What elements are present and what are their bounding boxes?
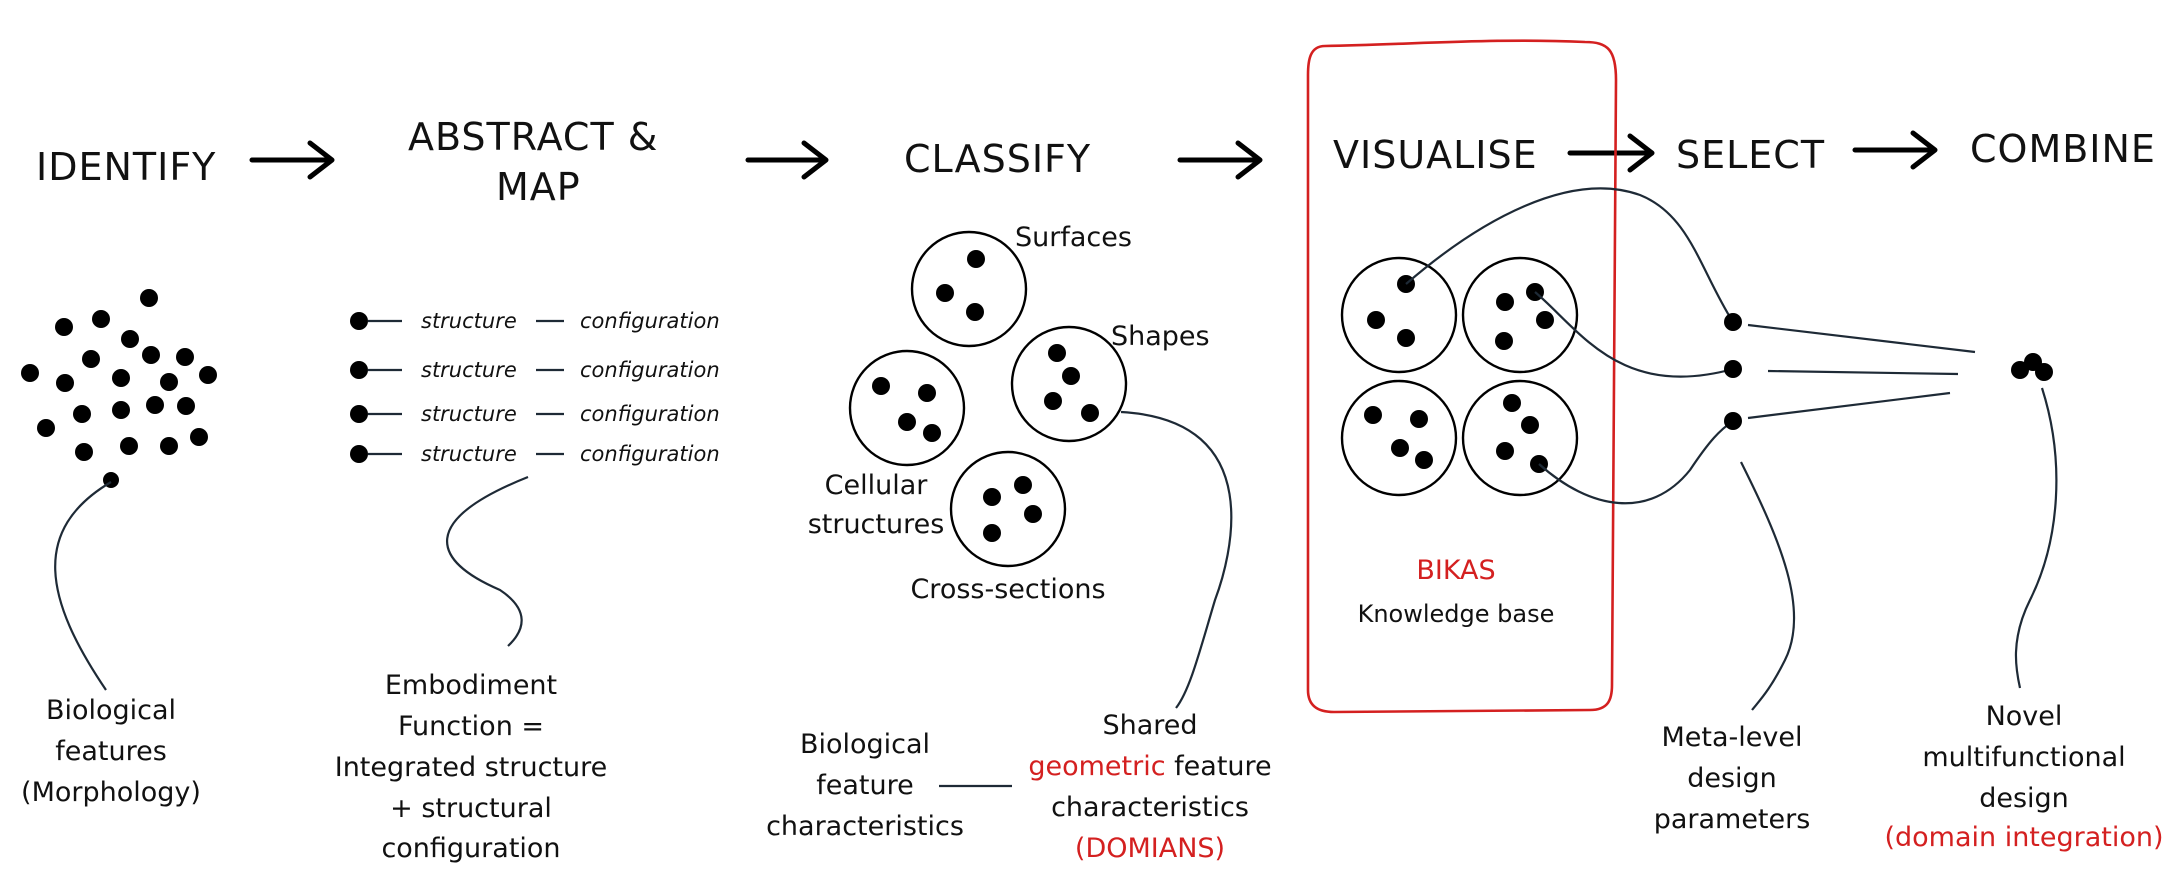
abstract-caption-line: configuration <box>381 833 560 864</box>
shared-caption-line: Shared <box>1102 710 1197 741</box>
select-caption-line: Meta-level <box>1662 722 1803 753</box>
select-caption-line: design <box>1687 763 1777 794</box>
label-cellular: structures <box>808 509 945 540</box>
combine-caption: Novel multifunctional design (domain int… <box>1884 701 2163 853</box>
bio-caption-line: feature <box>816 770 913 801</box>
bikas-label: BIKAS <box>1416 555 1495 586</box>
step-abstract-line2: MAP <box>496 165 581 209</box>
abstract-caption-line: Function = <box>398 711 544 742</box>
abstract-caption-line: Embodiment <box>385 670 557 701</box>
abstract-caption-line: Integrated structure <box>335 752 608 783</box>
identify-caption-line: features <box>55 736 167 767</box>
shared-feature-caption: Shared geometric feature characteristics… <box>1028 710 1271 864</box>
step-combine: COMBINE <box>1970 127 2156 171</box>
domain-surfaces <box>910 230 1028 348</box>
step-select: SELECT <box>1676 133 1825 177</box>
bio-feature-caption: Biological feature characteristics <box>766 729 964 842</box>
arrow-select-combine <box>1852 130 1938 170</box>
abstract-row: structure configuration <box>350 309 720 333</box>
select-caption-line: parameters <box>1654 804 1811 835</box>
design-parameters <box>1724 313 1742 430</box>
identify-caption-line: (Morphology) <box>21 777 201 808</box>
row-configuration: configuration <box>580 309 720 333</box>
step-abstract-line1: ABSTRACT & <box>408 115 658 159</box>
combine-caption-line: multifunctional <box>1922 742 2125 773</box>
row-structure: structure <box>421 442 517 466</box>
abstract-row: structure configuration <box>350 442 720 466</box>
combine-caption-line: Novel <box>1986 701 2063 732</box>
abstract-row: structure configuration <box>350 358 720 382</box>
knowledge-base-label: Knowledge base <box>1358 600 1555 628</box>
identify-connector <box>54 481 112 691</box>
step-identify: IDENTIFY <box>36 145 216 189</box>
select-connector <box>1740 461 1796 711</box>
row-configuration: configuration <box>580 402 720 426</box>
step-classify: CLASSIFY <box>904 137 1091 181</box>
domain-cellular <box>848 349 966 467</box>
abstract-connector <box>446 475 529 647</box>
label-cellular: Cellular <box>825 470 929 501</box>
row-structure: structure <box>421 402 517 426</box>
row-structure: structure <box>421 309 517 333</box>
shared-geometric-word: geometric <box>1028 751 1165 782</box>
arrow-abstract-classify <box>745 140 829 180</box>
abstract-rows: structure configuration structure config… <box>350 309 720 466</box>
row-configuration: configuration <box>580 442 720 466</box>
label-shapes: Shapes <box>1111 321 1210 352</box>
shared-caption-line: characteristics <box>1051 792 1249 823</box>
abstract-caption: Embodiment Function = Integrated structu… <box>335 670 608 864</box>
domain-integration-label: (domain integration) <box>1884 822 2163 853</box>
kb-to-param-1 <box>1405 187 1734 323</box>
select-caption: Meta-level design parameters <box>1654 722 1811 835</box>
bio-caption-line: Biological <box>800 729 930 760</box>
identify-caption-line: Biological <box>46 695 176 726</box>
step-visualise: VISUALISE <box>1333 133 1538 177</box>
abstract-row: structure configuration <box>350 402 720 426</box>
classify-connector <box>1120 410 1233 709</box>
arrow-identify-abstract <box>249 140 335 180</box>
shared-domains-label: (DOMIANS) <box>1075 833 1225 864</box>
row-configuration: configuration <box>580 358 720 382</box>
params-to-combine <box>1747 323 1976 420</box>
kb-circle-bottom-left <box>1340 379 1458 497</box>
bio-caption-line: characteristics <box>766 811 964 842</box>
label-cross-sections: Cross-sections <box>910 574 1105 605</box>
novel-design-cluster <box>2011 353 2053 381</box>
arrow-visualise-select <box>1567 133 1655 173</box>
combine-caption-line: design <box>1979 783 2069 814</box>
label-surfaces: Surfaces <box>1015 222 1132 253</box>
kb-to-param-3 <box>1538 420 1734 505</box>
row-structure: structure <box>421 358 517 382</box>
abstract-caption-line: + structural <box>390 793 552 824</box>
shared-feature-word: feature <box>1166 751 1272 782</box>
domain-shapes <box>1010 325 1128 443</box>
identify-caption: Biological features (Morphology) <box>21 695 201 808</box>
kb-circle-top-left <box>1340 256 1458 374</box>
kb-circle-top-right <box>1461 256 1579 374</box>
domain-cross-sections <box>949 450 1067 568</box>
shared-caption-line: geometric feature <box>1028 751 1271 782</box>
bikas-knowledge-base-frame <box>1306 39 1618 714</box>
arrow-classify-visualise <box>1177 140 1263 180</box>
kb-to-param-2 <box>1534 291 1734 378</box>
biological-features-cluster <box>21 289 217 488</box>
kb-circle-bottom-right <box>1461 379 1579 497</box>
combine-connector <box>2014 387 2058 689</box>
